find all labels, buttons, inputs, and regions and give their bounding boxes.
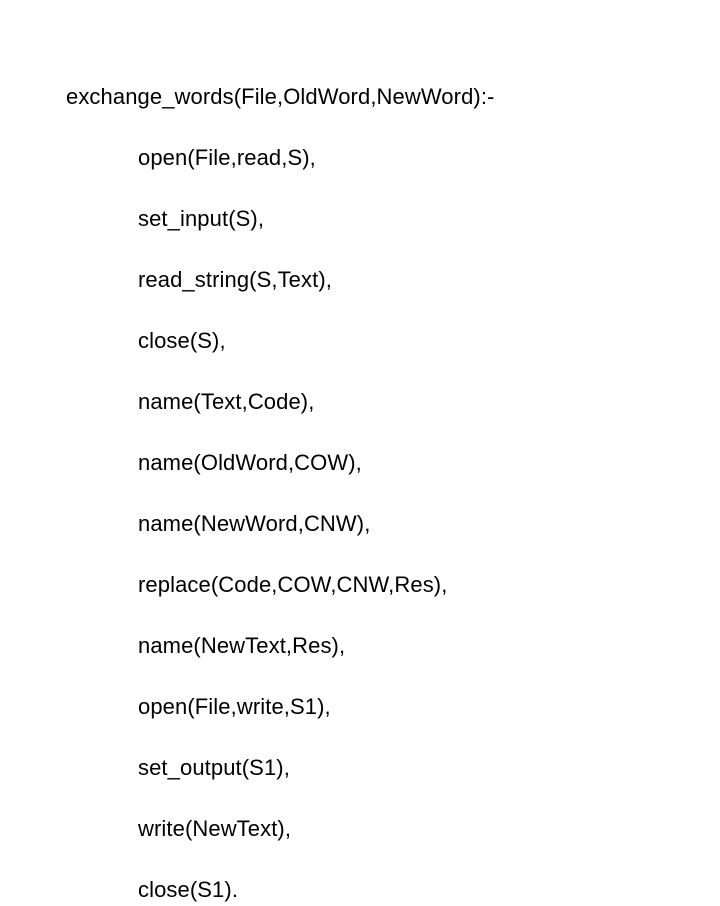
code-line: write(NewText), <box>138 816 292 841</box>
code-line: open(File,write,S1), <box>138 694 331 719</box>
code-line: exchange_words(File,OldWord,NewWord):- <box>66 84 495 109</box>
code-line: name(Text,Code), <box>138 389 315 414</box>
code-line: open(File,read,S), <box>138 145 316 170</box>
code-line: name(NewText,Res), <box>138 633 346 658</box>
code-line: read_string(S,Text), <box>138 267 332 292</box>
code-line: set_output(S1), <box>138 755 290 780</box>
code-line: close(S1). <box>138 877 239 902</box>
code-line: close(S), <box>138 328 226 353</box>
code-line: replace(Code,COW,CNW,Res), <box>138 572 448 597</box>
code-line: set_input(S), <box>138 206 265 231</box>
slide-canvas: exchange_words(File,OldWord,NewWord):- o… <box>66 84 495 902</box>
code-listing: exchange_words(File,OldWord,NewWord):- o… <box>66 82 706 906</box>
code-line: name(NewWord,CNW), <box>138 511 371 536</box>
code-line: name(OldWord,COW), <box>138 450 362 475</box>
